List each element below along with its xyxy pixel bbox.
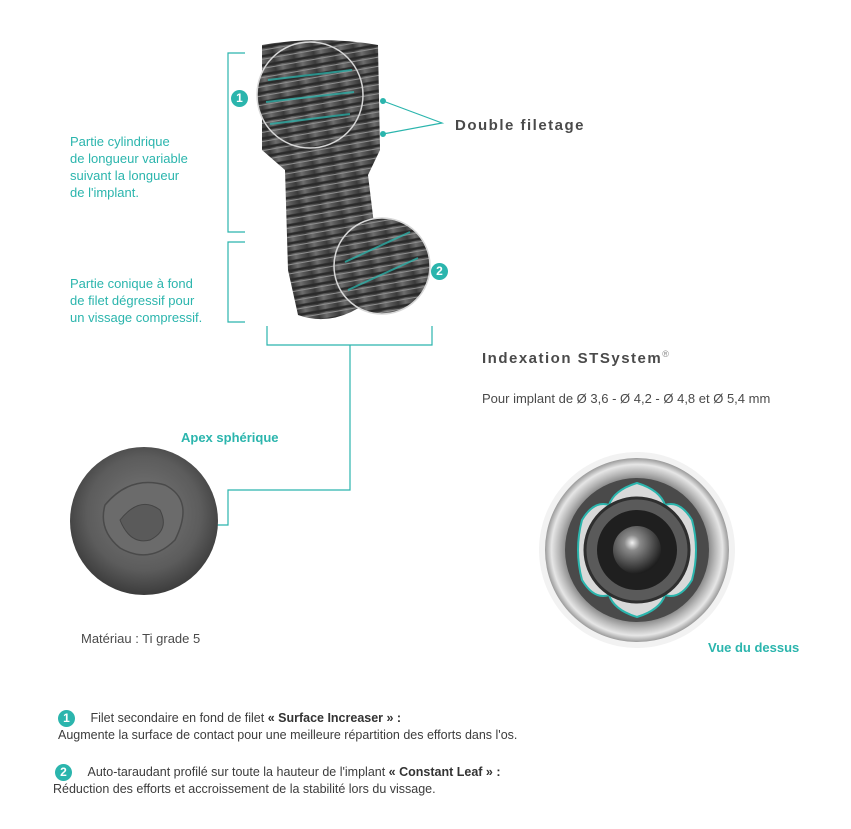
note-2-badge: 2 (55, 764, 72, 781)
indexation-title-text: Indexation STSystem (482, 350, 663, 367)
cylindrical-part-label: Partie cylindrique de longueur variable … (70, 133, 188, 201)
registered-mark: ® (662, 349, 671, 359)
apex-image (70, 447, 218, 595)
magnifier-2 (333, 217, 431, 315)
cylindrical-line-4: de l'implant. (70, 185, 139, 200)
magnifier-1 (256, 41, 364, 149)
note-2-detail: Réduction des efforts et accroissement d… (53, 782, 436, 796)
note-1-intro: Filet secondaire en fond de filet (90, 711, 268, 725)
conical-line-1: Partie conique à fond (70, 276, 193, 291)
top-view-image (539, 452, 735, 648)
cylindrical-line-1: Partie cylindrique (70, 134, 170, 149)
indexation-subtitle: Pour implant de Ø 3,6 - Ø 4,2 - Ø 4,8 et… (482, 391, 771, 406)
conical-part-label: Partie conique à fond de filet dégressif… (70, 275, 202, 326)
double-thread-title: Double filetage (455, 117, 586, 134)
top-view-title: Vue du dessus (708, 640, 800, 655)
material-label: Matériau : Ti grade 5 (81, 631, 201, 646)
note-1-badge: 1 (58, 710, 75, 727)
cylindrical-line-3: suivant la longueur (70, 168, 180, 183)
note-2-intro: Auto-taraudant profilé sur toute la haut… (87, 765, 389, 779)
note-2-bold: « Constant Leaf » : (388, 765, 501, 779)
conical-line-2: de filet dégressif pour (70, 293, 195, 308)
conical-line-3: un vissage compressif. (70, 310, 203, 325)
note-1-bold: « Surface Increaser » : (267, 711, 402, 725)
note-2: 2 Auto-taraudant profilé sur toute la ha… (53, 764, 775, 797)
badge-2-diagram: 2 (431, 263, 448, 280)
badge-1-diagram: 1 (231, 90, 248, 107)
indexation-title: Indexation STSystem® (482, 349, 670, 367)
cylindrical-line-2: de longueur variable (70, 151, 188, 166)
implant-body (256, 40, 431, 320)
note-1-detail: Augmente la surface de contact pour une … (58, 728, 518, 742)
apex-title: Apex sphérique (181, 430, 279, 445)
note-1: 1 Filet secondaire en fond de filet « Su… (58, 710, 778, 743)
